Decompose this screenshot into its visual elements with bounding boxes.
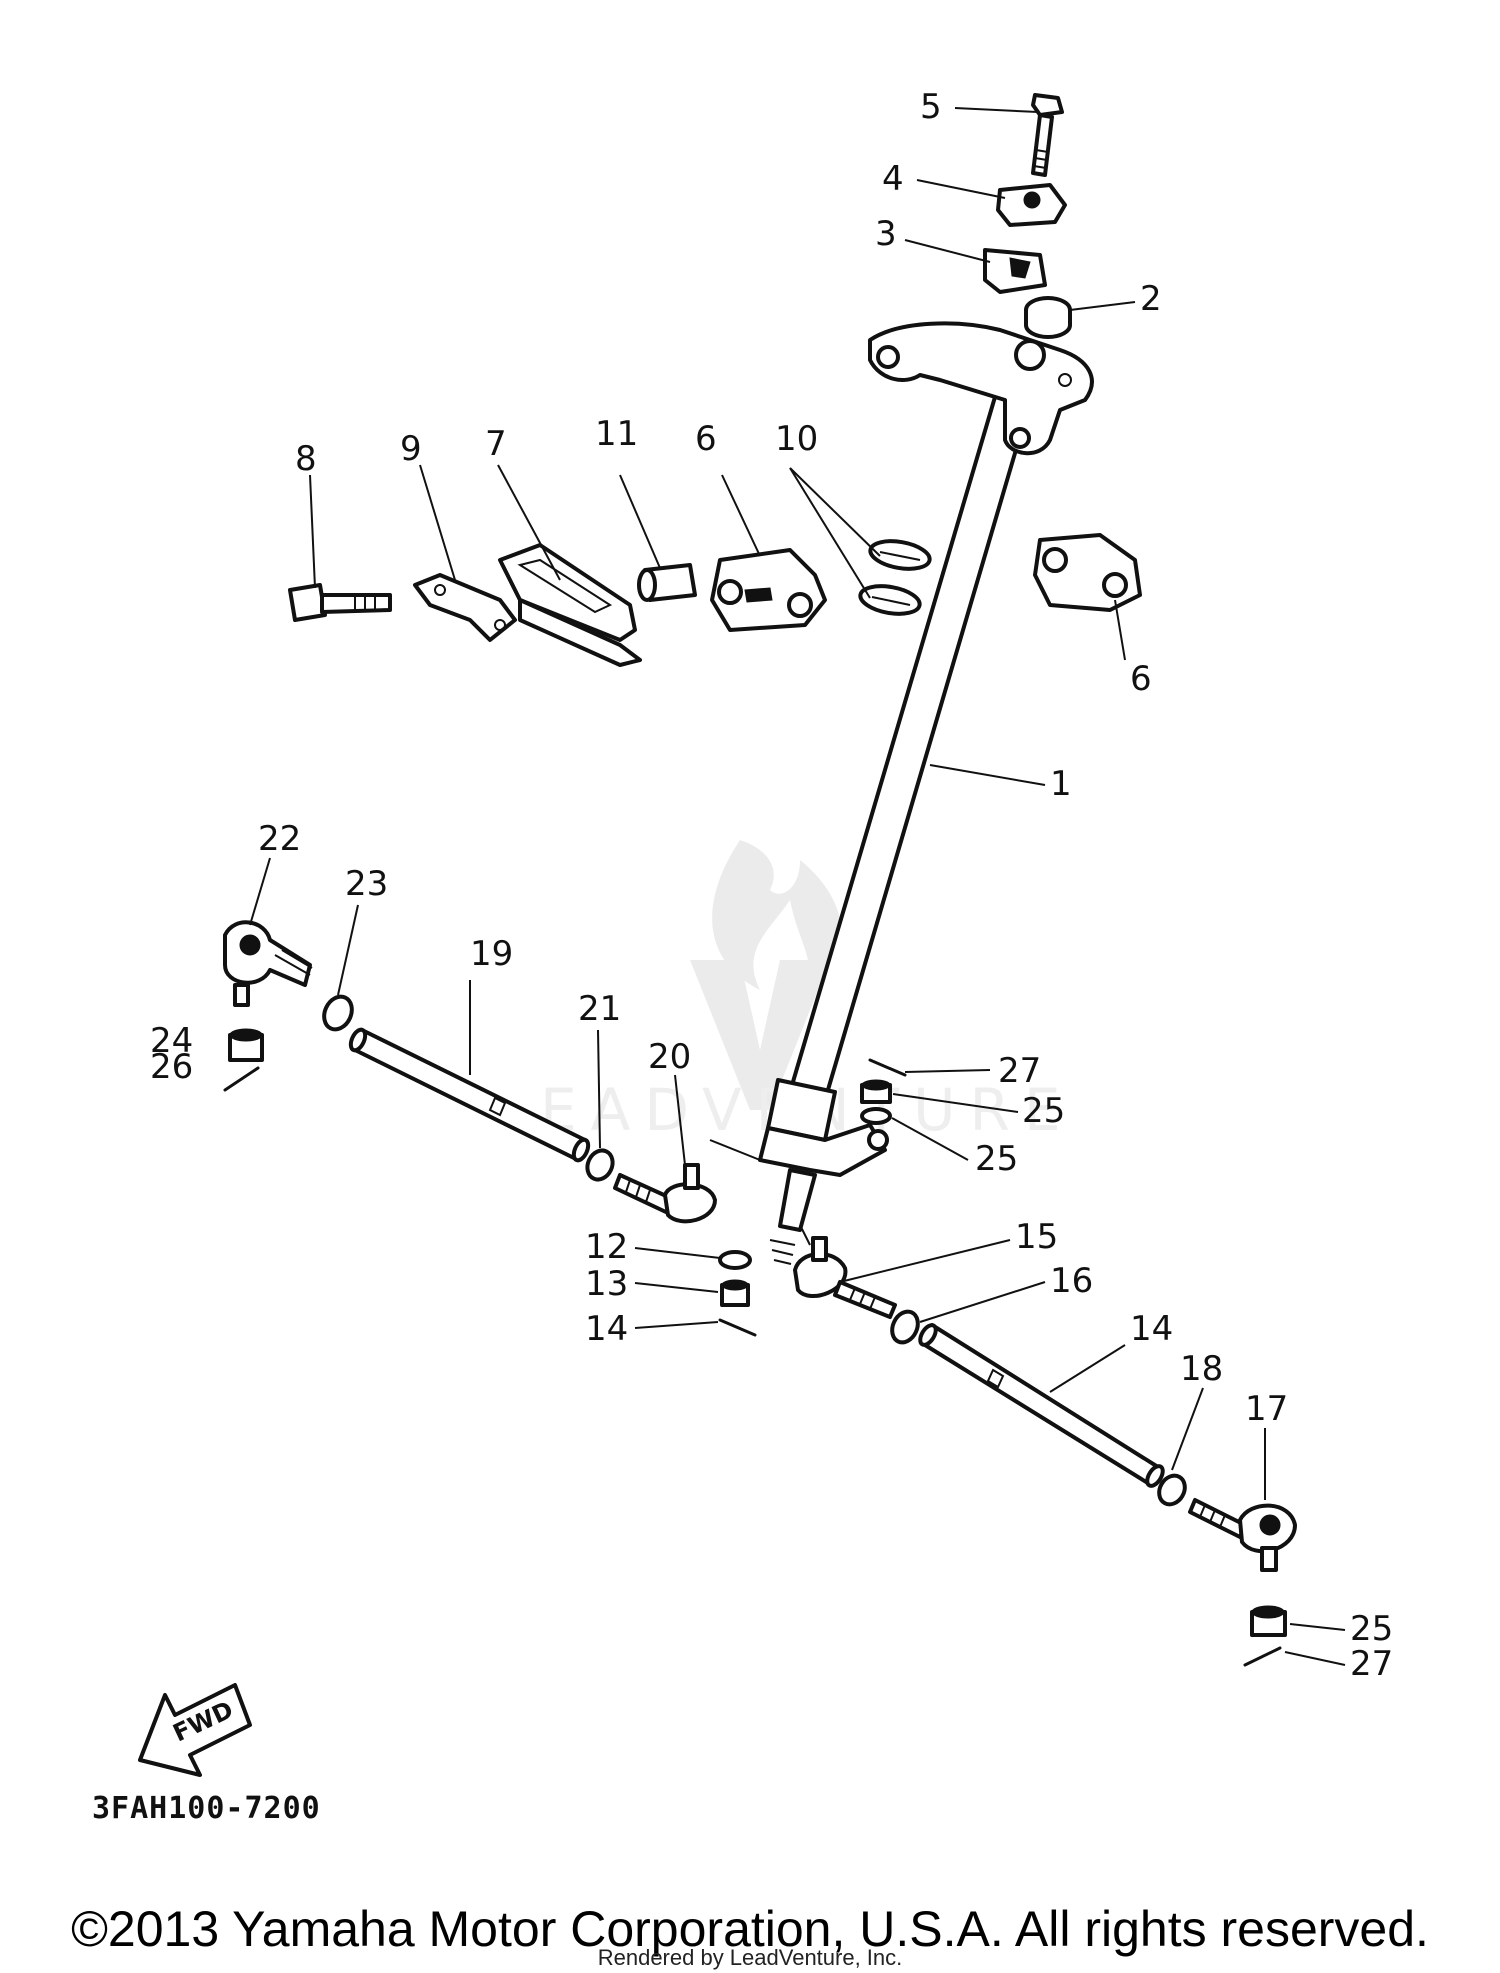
- part-nut-13: [720, 1279, 750, 1307]
- callout-24: 23: [345, 864, 388, 904]
- part-rod-end-16: [793, 1236, 897, 1319]
- part-tie-rod-20: [348, 1027, 591, 1163]
- part-bushing-6-left: [710, 548, 827, 632]
- rendered-by-notice: Rendered by LeadVenture, Inc.: [597, 1945, 903, 1970]
- callout-7: 10: [775, 419, 818, 459]
- callout-19: 18: [1180, 1349, 1223, 1389]
- callout-4: 4: [882, 159, 904, 199]
- callout-6-left: 6: [695, 419, 717, 459]
- callout-2: 2: [1140, 279, 1162, 319]
- part-rod-end-18: [1188, 1498, 1297, 1572]
- part-holder-3: [983, 248, 1047, 294]
- callout-21: 20: [648, 1037, 691, 1077]
- callout-27-left: 26: [150, 1047, 193, 1087]
- part-nut-24: [322, 994, 354, 1032]
- callout-11: 11: [595, 414, 638, 454]
- callout-15: 14: [1130, 1309, 1173, 1349]
- part-collar-11: [637, 563, 697, 602]
- part-nut-19: [1157, 1473, 1187, 1507]
- part-nut-22: [585, 1148, 615, 1182]
- part-washer-10: [413, 573, 517, 642]
- callout-20: 19: [470, 934, 513, 974]
- callout-25-left: 24: [150, 1021, 193, 1061]
- callout-6-right: 6: [1130, 659, 1152, 699]
- part-pin-14: [718, 1318, 757, 1337]
- callout-22: 21: [578, 989, 621, 1029]
- callout-5: 5: [920, 87, 942, 127]
- fwd-arrow-icon: FWD: [138, 1683, 252, 1777]
- callout-labels: 5 4 3 2 8 9 7 11 6 10 6 1 22 23 19 21 20…: [150, 87, 1393, 1684]
- part-washer-12: [718, 1250, 752, 1270]
- part-pin-27-right: [1243, 1646, 1282, 1667]
- callout-25-center: 25: [1022, 1091, 1065, 1131]
- callout-27-right: 27: [1350, 1644, 1393, 1684]
- callout-25-right: 25: [1350, 1609, 1393, 1649]
- part-tie-rod-15: [918, 1323, 1165, 1488]
- copyright-notice: ©2013 Yamaha Motor Corporation, U.S.A. A…: [71, 1901, 1429, 1957]
- part-pin-27-left: [223, 1066, 260, 1092]
- callout-3: 3: [875, 214, 897, 254]
- part-rod-end-23: [223, 920, 313, 1007]
- callout-27-center: 27: [998, 1051, 1041, 1091]
- part-pin-27-center: [868, 1058, 907, 1077]
- part-clips-7: [858, 539, 932, 616]
- part-washer-26: [860, 1107, 892, 1125]
- part-rod-end-21: [613, 1163, 717, 1224]
- callout-10: 9: [400, 429, 422, 469]
- callout-18: 17: [1245, 1389, 1288, 1429]
- part-holder-4: [996, 183, 1067, 227]
- part-nut-25-left: [228, 1028, 264, 1062]
- part-plate-8: [498, 543, 642, 667]
- part-top-plate: [868, 321, 1094, 456]
- callout-17: 16: [1050, 1261, 1093, 1301]
- part-cap-2: [1024, 296, 1072, 339]
- part-bolt-5: [1031, 93, 1064, 177]
- callout-26: 25: [975, 1139, 1018, 1179]
- callout-8: 7: [485, 424, 507, 464]
- diagram-code: 3FAH100-7200: [92, 1791, 321, 1826]
- part-nut-25-center: [860, 1079, 892, 1104]
- callout-9: 8: [295, 439, 317, 479]
- callout-23: 22: [258, 819, 301, 859]
- callout-12: 12: [585, 1227, 628, 1267]
- callout-14: 14: [585, 1309, 628, 1349]
- part-steering-column: [758, 378, 1037, 1265]
- part-nut-17: [890, 1309, 920, 1345]
- part-bushing-6-right: [1033, 533, 1142, 612]
- callout-1: 1: [1050, 764, 1072, 804]
- callout-13: 13: [585, 1264, 628, 1304]
- part-nut-25-right: [1250, 1605, 1287, 1637]
- parts-diagram: EADVENTURE: [92, 87, 1393, 1826]
- callout-16: 15: [1015, 1217, 1058, 1257]
- leader-lines: [249, 107, 1346, 1666]
- part-bolt-9: [288, 583, 392, 622]
